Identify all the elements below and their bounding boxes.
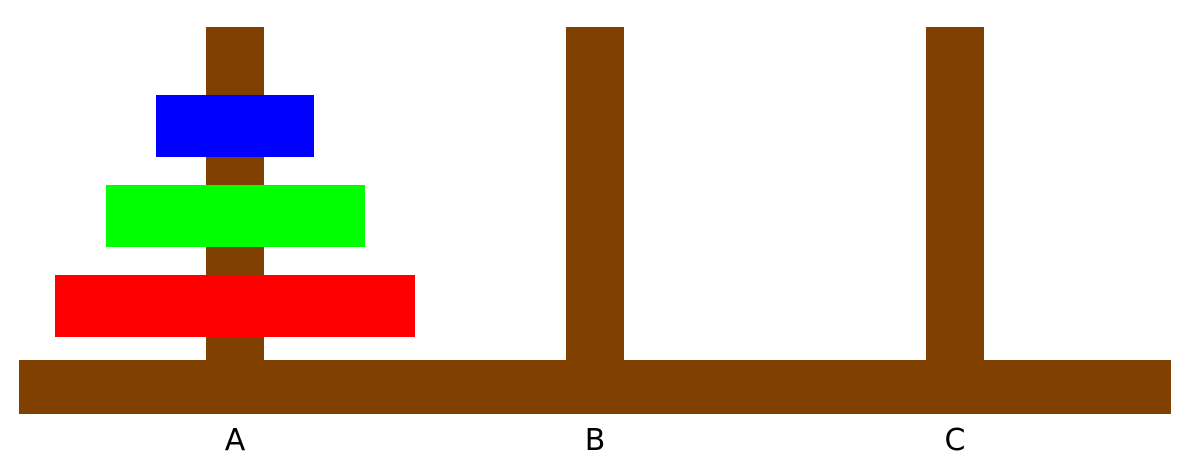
peg-label-b: B (584, 423, 606, 458)
peg-c[interactable] (926, 27, 984, 367)
peg-b[interactable] (566, 27, 624, 367)
base-platform (19, 360, 1171, 414)
peg-label-c: C (944, 423, 966, 458)
disk-large[interactable] (55, 275, 415, 337)
peg-label-a: A (224, 423, 246, 458)
disk-small[interactable] (156, 95, 314, 157)
disk-medium[interactable] (106, 185, 365, 247)
